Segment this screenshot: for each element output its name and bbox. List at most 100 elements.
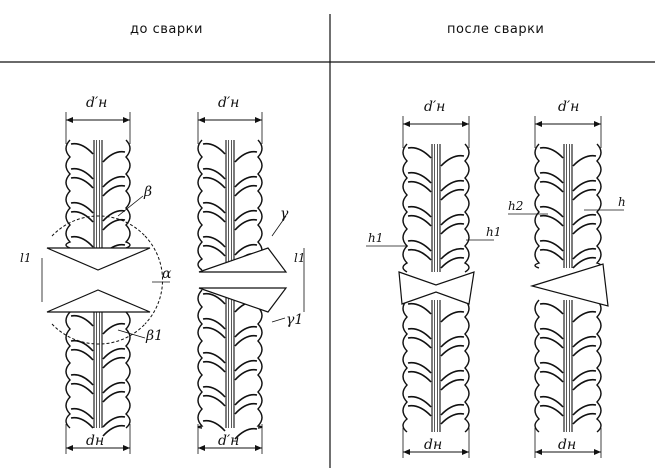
cone-top-bar1 — [46, 247, 151, 271]
bar4-rib-right — [572, 412, 597, 425]
bar2-rib-right — [234, 325, 258, 338]
bar1-rib-left — [70, 314, 94, 327]
bar3-rib-right — [440, 188, 465, 201]
bar2-rib-left — [202, 351, 226, 364]
header-before-welding: до сварки — [130, 22, 203, 37]
bar4-rib-right — [572, 310, 597, 323]
arc-beta1-bar1 — [51, 323, 146, 345]
bar1-rib-left — [70, 407, 94, 420]
label-dn-prime-bar1-top: d′н — [86, 95, 107, 111]
bar3-rib-right — [440, 154, 465, 167]
leader-beta1 — [117, 329, 146, 339]
bar3-rib-left — [407, 248, 432, 261]
bar4-outline-right — [595, 143, 602, 269]
bar4-arrow-bottom-right — [594, 449, 601, 455]
bar2-rib-right — [234, 427, 258, 440]
bar2-arrow-top-left — [198, 117, 205, 123]
bar4-rib-left — [539, 180, 564, 193]
bar3-rib-right — [440, 222, 465, 235]
bar4-rib-left — [539, 370, 564, 383]
weld-bulge-bar4 — [529, 263, 609, 307]
bar3-rib-left — [407, 214, 432, 227]
cone-bottom-bar2 — [198, 287, 288, 313]
bar1-outline-right — [124, 139, 131, 249]
bar1-rib-left — [70, 339, 94, 352]
label-beta1: β1 — [145, 328, 163, 344]
label-l1-bar1: l1 — [20, 251, 31, 265]
bar2-rib-right — [234, 218, 258, 231]
bar4-rib-left — [539, 302, 564, 315]
bar1-rib-right — [102, 424, 126, 437]
bar4-rib-right — [572, 222, 597, 235]
bar4-arrow-top-right — [594, 121, 601, 127]
label-dn-bar1-bottom: dн — [86, 433, 104, 449]
label-beta: β — [143, 184, 152, 200]
bar3-rib-left — [407, 327, 432, 340]
bar1-rib-left — [70, 176, 94, 189]
bar4-arrow-bottom-left — [535, 449, 542, 455]
bar4-rib-left — [539, 205, 564, 218]
bar1-rib-left — [70, 142, 94, 155]
bar2-rib-left — [202, 201, 226, 214]
bar2-arrow-bottom-left — [198, 445, 205, 451]
bar2-rib-left — [202, 385, 226, 398]
bar1-rib-left — [70, 348, 94, 361]
bar2-rib-right — [234, 359, 258, 372]
bar2-rib-left — [202, 394, 226, 407]
bar2-rib-right — [234, 184, 258, 197]
bar4-rib-right — [572, 213, 597, 226]
bar2-arrow-bottom-right — [255, 445, 262, 451]
bar4-outline-left — [534, 299, 541, 433]
bar3-rib-right — [440, 412, 465, 425]
bar2-rib-left — [202, 235, 226, 248]
bar3-arrow-top-left — [403, 121, 410, 127]
bar4-outline-left — [534, 143, 541, 269]
bar3-rib-right — [440, 335, 465, 348]
bar2-rib-left — [202, 210, 226, 223]
bar4-rib-left — [539, 327, 564, 340]
bar1-rib-right — [102, 347, 126, 360]
bar2-rib-left — [202, 244, 226, 257]
label-h1-left: h1 — [368, 231, 383, 245]
bar2-rib-left — [202, 142, 226, 155]
label-h: h — [618, 195, 626, 209]
bar1-rib-right — [102, 415, 126, 428]
bar2-rib-left — [202, 326, 226, 339]
bar1-outline-right — [124, 311, 131, 429]
bar2-rib-right — [234, 209, 258, 222]
bar3-arrow-bottom-right — [462, 449, 469, 455]
bar2-rib-left — [202, 176, 226, 189]
label-gamma: γ — [280, 206, 289, 222]
bar3-rib-left — [407, 404, 432, 417]
bar3-rib-left — [407, 239, 432, 252]
bar4-arrow-top-left — [535, 121, 542, 127]
header-after-welding: после сварки — [447, 22, 545, 37]
bar1-rib-right — [102, 218, 126, 231]
bar4-rib-right — [572, 344, 597, 357]
bar1-rib-right — [102, 150, 126, 163]
leader-gamma — [271, 215, 287, 237]
bar4-rib-left — [539, 248, 564, 261]
bar4-rib-left — [539, 336, 564, 349]
bar3-rib-right — [440, 369, 465, 382]
arc-beta-bar1 — [51, 215, 146, 237]
bar2-outline-left — [197, 139, 204, 271]
bar1-rib-left — [70, 382, 94, 395]
cone-bottom-bar1 — [46, 289, 151, 313]
bar4-rib-left — [539, 239, 564, 252]
bar3-rib-left — [407, 336, 432, 349]
bar3-rib-right — [440, 344, 465, 357]
label-dn-prime-bar2-top: d′н — [218, 95, 239, 111]
bar2-rib-left — [202, 317, 226, 330]
bar1-rib-right — [102, 209, 126, 222]
weld-bulge-bar3 — [398, 271, 475, 305]
bar3-outline-left — [402, 299, 409, 433]
bar3-arrow-top-right — [462, 121, 469, 127]
bar4-rib-right — [572, 179, 597, 192]
label-dn-bar3-bottom: dн — [424, 437, 442, 453]
bar2-rib-left — [202, 360, 226, 373]
bar4-rib-left — [539, 395, 564, 408]
label-alpha: α — [162, 266, 172, 282]
bar3-rib-right — [440, 213, 465, 226]
